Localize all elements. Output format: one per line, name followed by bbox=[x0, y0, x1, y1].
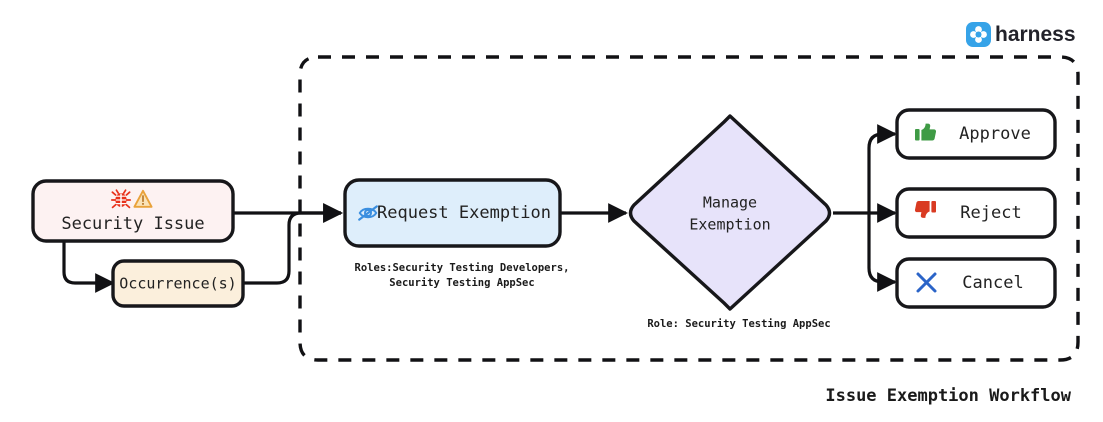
bug-icon bbox=[110, 189, 132, 209]
edge-manage-exemption-to-cancel bbox=[867, 213, 897, 292]
exemption-workflow-boundary bbox=[298, 55, 1080, 362]
node-approve-label: Approve bbox=[959, 124, 1031, 144]
node-cancel[interactable]: Cancel bbox=[895, 257, 1057, 309]
harness-brand: harness bbox=[966, 22, 1076, 47]
edge-security-issue-to-occurrences bbox=[62, 240, 115, 293]
node-approve[interactable]: Approve bbox=[895, 108, 1057, 160]
cross-x-icon bbox=[916, 272, 937, 293]
node-cancel-label: Cancel bbox=[962, 273, 1023, 293]
diagram-caption: Issue Exemption Workflow bbox=[825, 386, 1071, 406]
request-exemption-roles-annotation: Roles:Security Testing Developers, Secur… bbox=[355, 262, 570, 289]
edge-occurrences-to-request-exemption bbox=[243, 203, 343, 285]
node-reject-box[interactable] bbox=[895, 187, 1057, 239]
node-approve-box[interactable] bbox=[895, 108, 1057, 160]
brand-name: harness bbox=[995, 23, 1076, 46]
node-manage-exemption-label-line-1: Manage bbox=[703, 194, 757, 212]
node-manage-exemption-diamond[interactable] bbox=[628, 114, 832, 311]
node-request-exemption-box[interactable] bbox=[343, 178, 562, 248]
eye-slash-icon bbox=[358, 205, 378, 221]
node-security-issue-label: Security Issue bbox=[61, 214, 204, 234]
node-request-exemption-label: Request Exemption bbox=[377, 203, 551, 223]
node-cancel-box[interactable] bbox=[895, 257, 1057, 309]
edge-manage-exemption-to-approve bbox=[867, 124, 897, 213]
thumbs-up-icon bbox=[915, 123, 937, 141]
thumbs-down-icon bbox=[914, 201, 936, 218]
node-reject[interactable]: Reject bbox=[895, 187, 1057, 239]
node-reject-label: Reject bbox=[960, 203, 1021, 223]
harness-logo-icon bbox=[966, 22, 991, 47]
request-roles-line-1: Roles:Security Testing Developers, bbox=[355, 262, 570, 274]
node-occurrences[interactable]: Occurrence(s) bbox=[111, 259, 245, 308]
manage-exemption-role-annotation: Role: Security Testing AppSec bbox=[647, 318, 830, 330]
warning-triangle-icon bbox=[133, 189, 153, 208]
node-manage-exemption[interactable]: Manage Exemption bbox=[628, 114, 832, 311]
node-security-issue-box[interactable] bbox=[31, 179, 235, 243]
node-occurrences-label: Occurrence(s) bbox=[119, 275, 236, 293]
node-security-issue[interactable]: Security Issue bbox=[31, 179, 235, 243]
node-occurrences-box[interactable] bbox=[111, 259, 245, 308]
request-roles-line-2: Security Testing AppSec bbox=[389, 277, 534, 289]
node-request-exemption[interactable]: Request Exemption bbox=[343, 178, 562, 248]
node-manage-exemption-label-line-2: Exemption bbox=[689, 216, 770, 234]
